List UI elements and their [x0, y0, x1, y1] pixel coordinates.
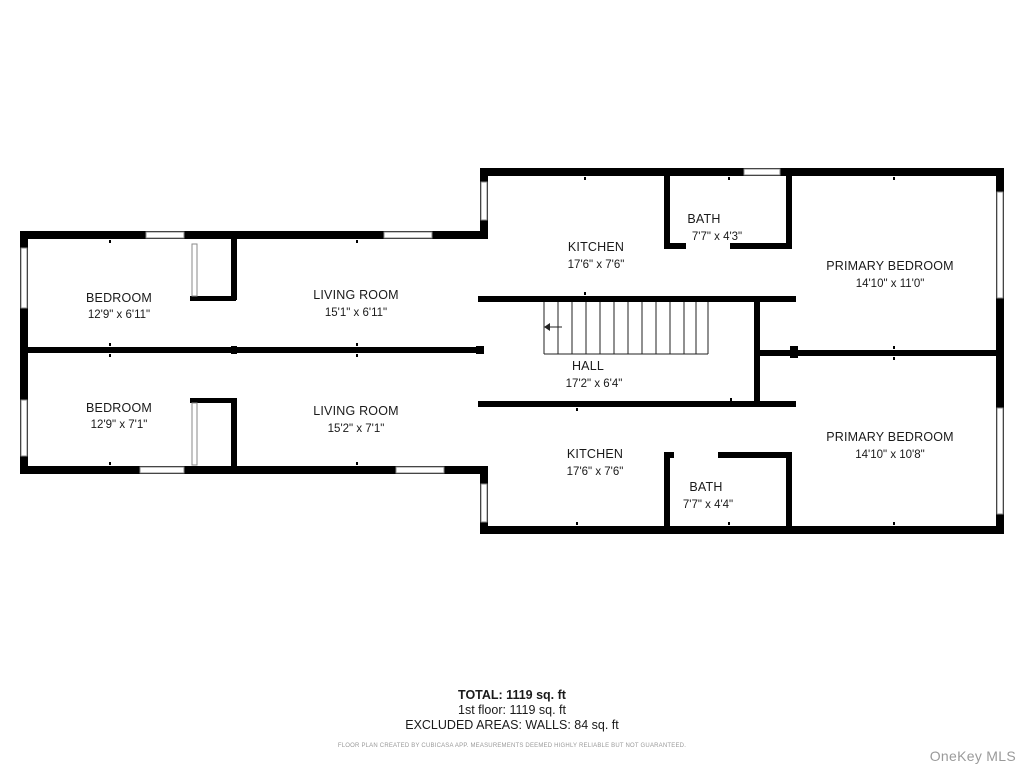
window [480, 483, 488, 523]
wall [664, 172, 670, 248]
tick [893, 346, 895, 349]
tick [584, 292, 586, 295]
tick [893, 357, 895, 360]
window [191, 243, 198, 297]
room-name-kitchen-bottom: KITCHEN [567, 447, 623, 461]
window [480, 181, 488, 221]
room-name-bedroom-top: BEDROOM [86, 291, 152, 305]
window [20, 399, 28, 457]
room-dims-primary-bedroom-bottom: 14'10" x 10'8" [855, 449, 924, 461]
windows [20, 168, 1004, 523]
window [743, 168, 781, 176]
brand-watermark: OneKey MLS [929, 748, 1016, 764]
interior-walls [24, 172, 1000, 530]
wall [756, 350, 1000, 356]
wall [231, 398, 237, 468]
wall [790, 346, 798, 358]
tick [109, 240, 111, 243]
wall [231, 346, 237, 354]
room-dims-living-room-bottom: 15'2" x 7'1" [328, 423, 385, 435]
room-dims-kitchen-top: 17'6" x 7'6" [568, 259, 625, 271]
room-dims-bath-bottom: 7'7" x 4'4" [683, 499, 733, 511]
room-name-living-room-top: LIVING ROOM [313, 288, 399, 302]
wall [24, 347, 482, 353]
room-dims-living-room-top: 15'1" x 6'11" [325, 307, 387, 319]
staircase [543, 302, 709, 355]
wall [480, 526, 1004, 534]
room-dims-bedroom-bottom: 12'9" x 7'1" [91, 419, 148, 431]
disclaimer-text: FLOOR PLAN CREATED BY CUBICASA APP. MEAS… [337, 743, 687, 749]
window [996, 407, 1004, 515]
wall [190, 296, 236, 301]
wall [786, 172, 792, 248]
stair-arrow-head [544, 323, 550, 331]
total-area: TOTAL: 1119 sq. ft [458, 688, 566, 702]
wall [190, 398, 236, 403]
wall [664, 243, 686, 249]
tick [893, 522, 895, 525]
window [20, 247, 28, 309]
window [395, 466, 445, 474]
room-name-bath-bottom: BATH [689, 480, 722, 494]
room-name-primary-bedroom-top: PRIMARY BEDROOM [826, 259, 954, 273]
dimension-ticks [109, 177, 895, 525]
room-name-primary-bedroom-bottom: PRIMARY BEDROOM [826, 430, 954, 444]
tick [109, 343, 111, 346]
window [996, 191, 1004, 299]
tick [109, 354, 111, 357]
wall [478, 296, 796, 302]
tick [893, 177, 895, 180]
wall [786, 453, 792, 530]
room-name-kitchen-top: KITCHEN [568, 240, 624, 254]
room-dims-bedroom-top: 12'9" x 6'11" [88, 309, 150, 321]
wall [20, 231, 488, 239]
room-dims-kitchen-bottom: 17'6" x 7'6" [567, 466, 624, 478]
floor-area: 1st floor: 1119 sq. ft [458, 703, 566, 717]
window [383, 231, 433, 239]
tick [356, 354, 358, 357]
wall [730, 243, 792, 249]
tick [356, 462, 358, 465]
room-name-living-room-bottom: LIVING ROOM [313, 404, 399, 418]
wall [231, 236, 237, 300]
wall [478, 401, 796, 407]
room-labels: BEDROOM 12'9" x 6'11" BEDROOM 12'9" x 7'… [86, 212, 954, 511]
room-dims-hall: 17'2" x 6'4" [566, 378, 623, 390]
room-dims-bath-top: 7'7" x 4'3" [692, 231, 742, 243]
wall [20, 466, 488, 474]
tick [728, 177, 730, 180]
tick [109, 462, 111, 465]
tick [356, 240, 358, 243]
tick [356, 343, 358, 346]
wall [476, 346, 484, 354]
wall [480, 168, 1004, 176]
tick [730, 398, 732, 401]
tick [728, 522, 730, 525]
room-name-bedroom-bottom: BEDROOM [86, 401, 152, 415]
room-name-bath-top: BATH [687, 212, 720, 226]
room-dims-primary-bedroom-top: 14'10" x 11'0" [856, 278, 925, 290]
wall [664, 452, 674, 458]
tick [576, 522, 578, 525]
excluded-area: EXCLUDED AREAS: WALLS: 84 sq. ft [405, 718, 619, 732]
tick [584, 177, 586, 180]
tick [576, 408, 578, 411]
window [139, 466, 185, 474]
window [191, 402, 198, 466]
wall [718, 452, 792, 458]
room-name-hall: HALL [572, 359, 604, 373]
wall [664, 453, 670, 530]
window [145, 231, 185, 239]
